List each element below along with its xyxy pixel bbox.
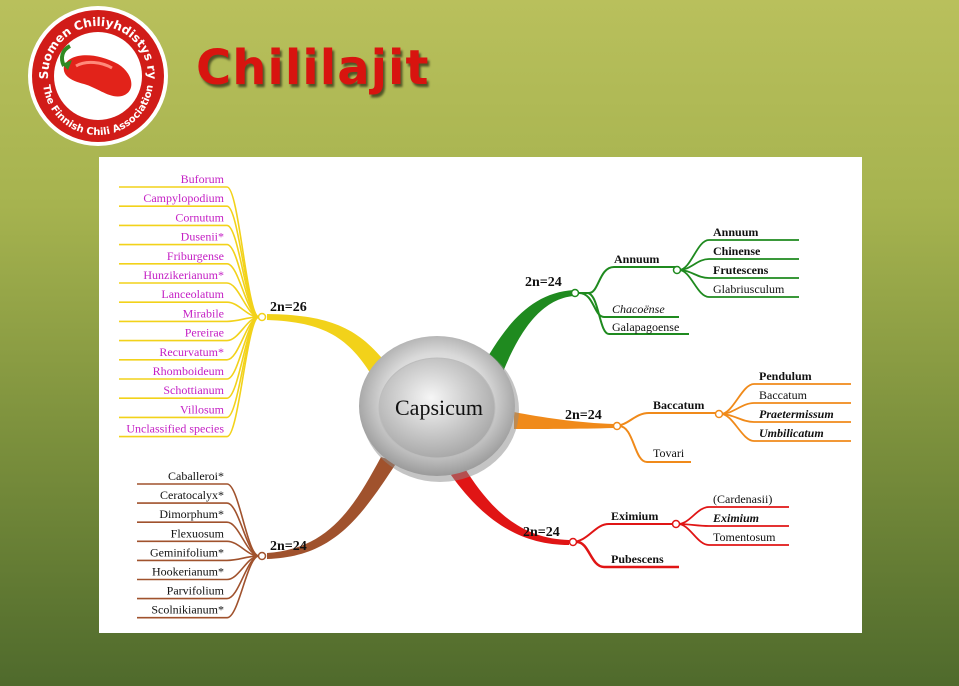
- connector-line: [137, 555, 260, 619]
- species-label: Campylopodium: [143, 191, 224, 205]
- species-label: Schottianum: [163, 383, 224, 397]
- connector-line: [119, 316, 260, 438]
- species-label: Annuum: [713, 225, 758, 239]
- group-eximium-label: Eximium: [611, 509, 658, 523]
- connector-line: [677, 523, 789, 546]
- species-label: Frutescens: [713, 263, 769, 277]
- page-title: Chililajit: [196, 40, 430, 96]
- species-label: Dimorphum*: [159, 507, 224, 521]
- branch-2n24-brown: 2n=24 Caballeroi* Ceratocalyx* Dimorphum* F…: [137, 457, 397, 619]
- species-label: Buforum: [181, 172, 225, 186]
- species-label: Umbilicatum: [759, 426, 824, 440]
- species-label: (Cardenasii): [713, 492, 772, 506]
- species-label: Pereirae: [185, 326, 224, 340]
- branch-2n24-red-label: 2n=24: [523, 525, 560, 540]
- center-node: Capsicum: [359, 336, 519, 482]
- species-label: Cornutum: [175, 210, 224, 224]
- species-label: Recurvatum*: [159, 345, 224, 359]
- species-label: Scolnikianum*: [151, 603, 224, 617]
- species-label: Hookerianum*: [152, 565, 224, 579]
- species-chacoense: Chacoënse: [612, 302, 665, 316]
- species-label: Lanceolatum: [161, 287, 224, 301]
- branch-2n24-orange: 2n=24 Baccatum Tovari PendulumBaccatumPr…: [514, 369, 851, 463]
- branch-2n24-green: 2n=24 Annuum Chacoënse Galapagoense Annu…: [479, 225, 799, 382]
- species-label: Villosum: [180, 402, 225, 416]
- species-label: Praetermissum: [759, 407, 834, 421]
- species-label: Glabriusculum: [713, 282, 785, 296]
- species-tovari: Tovari: [653, 446, 685, 460]
- species-label: Tomentosum: [713, 530, 776, 544]
- species-label: Baccatum: [759, 388, 808, 402]
- group-annuum-label: Annuum: [614, 252, 659, 266]
- species-label: Dusenii*: [181, 230, 224, 244]
- species-label: Caballeroi*: [168, 469, 224, 483]
- chili-pepper-icon: [60, 44, 132, 97]
- species-label: Hunzikerianum*: [143, 268, 224, 282]
- branch-2n24-green-label: 2n=24: [525, 275, 562, 290]
- branch-2n24-brown-label: 2n=24: [270, 539, 307, 554]
- species-pubescens: Pubescens: [611, 552, 664, 566]
- connector-line: [720, 413, 851, 442]
- species-label: Unclassified species: [126, 422, 224, 436]
- species-label: Pendulum: [759, 369, 812, 383]
- connector-line: [678, 269, 799, 298]
- species-galapagoense: Galapagoense: [612, 320, 679, 334]
- species-label: Chinense: [713, 244, 761, 258]
- branch-2n26: 2n=26 BuforumCampylopodiumCornutumDuseni…: [119, 172, 389, 438]
- species-label: Ceratocalyx*: [160, 488, 224, 502]
- group-baccatum-label: Baccatum: [653, 398, 704, 412]
- species-label: Mirabile: [183, 306, 224, 320]
- branch-2n24-orange-label: 2n=24: [565, 408, 602, 423]
- species-label: Geminifolium*: [150, 545, 224, 559]
- species-label: Eximium: [712, 511, 759, 525]
- finnish-chili-association-logo: Suomen Chiliyhdistys ry The Finnish Chil…: [28, 6, 168, 146]
- species-label: Flexuosum: [171, 526, 225, 540]
- center-node-label: Capsicum: [395, 395, 483, 420]
- species-label: Friburgense: [167, 249, 224, 263]
- species-label: Rhomboideum: [153, 364, 225, 378]
- branch-2n26-label: 2n=26: [270, 300, 307, 315]
- branch-2n24-red: 2n=24 Eximium Pubescens (Cardenasii) Exim…: [451, 467, 789, 569]
- species-label: Parvifolium: [167, 584, 225, 598]
